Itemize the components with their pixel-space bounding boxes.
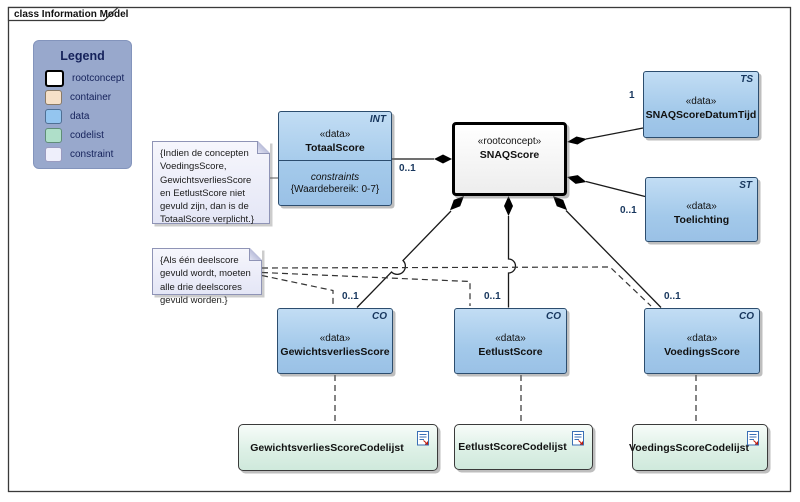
- stereotype: «data»: [686, 201, 717, 212]
- legend-title: Legend: [60, 49, 105, 63]
- document-icon: [417, 431, 429, 446]
- type-code: CO: [739, 311, 754, 322]
- rootconcept-swatch: [45, 70, 64, 87]
- class-name: EetlustScore: [478, 345, 543, 358]
- stereotype: «data»: [319, 332, 351, 344]
- type-code: ST: [739, 180, 752, 191]
- class-snaqscore[interactable]: «rootconcept» SNAQScore: [452, 122, 567, 196]
- class-gewichtsverliesscore[interactable]: CO «data» GewichtsverliesScore: [277, 308, 393, 374]
- codelist-name: GewichtsverliesScoreCodelijst: [250, 441, 404, 454]
- document-icon: [747, 431, 759, 446]
- class-toelichting[interactable]: ST «data» Toelichting: [645, 177, 758, 242]
- note-fold-icon: [249, 248, 262, 261]
- codelist-name: VoedingsScoreCodelijst: [629, 441, 749, 454]
- composition-snaqscore-totaalscore[interactable]: [392, 154, 452, 164]
- multiplicity-voedingsscore: 0..1: [664, 291, 681, 302]
- class-name: GewichtsverliesScore: [280, 345, 390, 358]
- codelist-name: EetlustScoreCodelijst: [458, 441, 567, 453]
- legend-item-data: data: [45, 109, 89, 124]
- stereotype: «data»: [319, 128, 351, 140]
- document-icon: [572, 431, 584, 446]
- type-code: TS: [740, 74, 753, 85]
- multiplicity-snaqscoredatumtijd: 1: [629, 90, 635, 101]
- container-swatch: [45, 90, 62, 105]
- multiplicity-totaalscore: 0..1: [399, 163, 416, 174]
- legend-item-codelist: codelist: [45, 128, 104, 143]
- frame-label: class Information Model: [14, 9, 129, 20]
- type-code: INT: [369, 114, 386, 125]
- diagram-frame: [7, 6, 792, 493]
- codelist-voedingsscorecodelijst[interactable]: VoedingsScoreCodelijst: [629, 424, 768, 471]
- note-text: {Indien de concepten VoedingsScore, Gewi…: [160, 148, 254, 226]
- note-deelscore-rule[interactable]: {Als één deelscore gevuld wordt, moeten …: [152, 248, 262, 306]
- class-name: SNAQScoreDatumTijd: [645, 109, 757, 121]
- type-code: CO: [546, 311, 561, 322]
- constraints-label: constraints: [310, 172, 360, 183]
- constraints-value: {Waardebereik: 0-7}: [290, 184, 380, 195]
- stereotype: «rootconcept»: [477, 136, 542, 147]
- multiplicity-gewichtsverliesscore: 0..1: [342, 291, 359, 302]
- notelink-deelscore-gewichtsverliesscore[interactable]: [261, 274, 334, 307]
- legend: Legend rootconcept container data codeli…: [33, 40, 132, 169]
- multiplicity-eetlustscore: 0..1: [484, 291, 501, 302]
- composition-snaqscore-datumtijd[interactable]: [567, 127, 644, 145]
- legend-item-rootconcept: rootconcept: [45, 70, 124, 87]
- notelink-deelscore-voedingsscore[interactable]: [261, 266, 652, 307]
- codelist-gewichtsverliesscorecodelijst[interactable]: GewichtsverliesScoreCodelijst: [238, 424, 438, 471]
- notelink-deelscore-eetlustscore[interactable]: [261, 271, 471, 307]
- composition-snaqscore-toelichting[interactable]: [567, 175, 646, 198]
- stereotype: «data»: [495, 332, 526, 344]
- data-swatch: [45, 109, 62, 124]
- legend-item-container: container: [45, 90, 111, 105]
- stereotype: «data»: [686, 332, 718, 344]
- type-code: CO: [372, 311, 387, 322]
- class-voedingsscore[interactable]: CO «data» VoedingsScore: [644, 308, 760, 374]
- stereotype: «data»: [685, 96, 717, 107]
- note-fold-icon: [257, 141, 270, 154]
- class-name: SNAQScore: [479, 149, 540, 161]
- class-name: VoedingsScore: [664, 345, 740, 358]
- class-eetlustscore[interactable]: CO «data» EetlustScore: [454, 308, 567, 374]
- multiplicity-toelichting: 0..1: [620, 205, 637, 216]
- composition-snaqscore-gewichtsverliesscore[interactable]: [356, 196, 464, 308]
- class-totaalscore[interactable]: INT «data» TotaalScore constraints {Waar…: [278, 111, 392, 206]
- composition-snaqscore-voedingsscore[interactable]: [553, 196, 662, 308]
- note-totaalscore-rule[interactable]: {Indien de concepten VoedingsScore, Gewi…: [152, 141, 270, 226]
- constraint-swatch: [45, 147, 62, 162]
- class-name: TotaalScore: [305, 141, 365, 154]
- composition-snaqscore-eetlustscore[interactable]: [504, 196, 517, 308]
- class-name: Toelichting: [673, 214, 730, 226]
- codelist-eetlustscorecodelijst[interactable]: EetlustScoreCodelijst: [454, 424, 593, 470]
- legend-item-constraint: constraint: [45, 147, 113, 162]
- codelist-swatch: [45, 128, 62, 143]
- note-text: {Als één deelscore gevuld wordt, moeten …: [160, 255, 251, 306]
- class-snaqscoredatumtijd[interactable]: TS «data» SNAQScoreDatumTijd: [643, 71, 759, 138]
